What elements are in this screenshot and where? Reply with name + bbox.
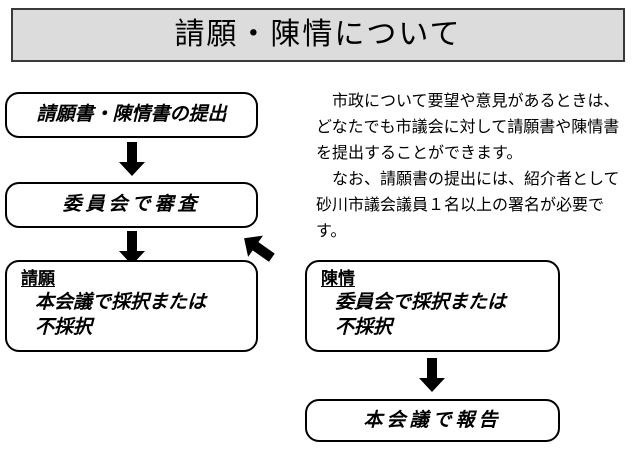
arrow-down-icon: [119, 231, 145, 265]
intro-paragraph-2: なお、請願書の提出には、紹介者として砂川市議会議員１名以上の署名が必要です。: [316, 169, 620, 240]
flow-box-petition-heading: 請願: [21, 269, 55, 289]
flow-box-plenary-report-label: 本会議で報告: [363, 408, 502, 431]
arrow-down-icon: [419, 358, 445, 392]
flow-box-representation-line-2: 不採択: [335, 315, 393, 338]
flow-box-petition-line-2: 不採択: [35, 315, 93, 338]
intro-paragraph-1: 市政について要望や意見があるときは、どなたでも市議会に対して請願書や陳情書を提出…: [316, 91, 620, 162]
flow-box-representation-line-1: 委員会で採択または: [335, 291, 507, 314]
flow-box-submission-label: 請願書・陳情書の提出: [36, 103, 227, 126]
page-title-banner: 請願・陳情について: [11, 8, 625, 62]
flow-box-committee-review-label: 委員会で審査: [62, 193, 201, 216]
intro-text-block: 市政について要望や意見があるときは、どなたでも市議会に対して請願書や陳情書を提出…: [316, 88, 628, 244]
flow-box-representation-heading: 陳情: [321, 269, 355, 289]
flow-box-committee-review: 委員会で審査: [5, 182, 258, 228]
flow-box-petition-line-1: 本会議で採択または: [35, 291, 207, 314]
flow-box-petition-outcome: 請願 本会議で採択または 不採択: [5, 260, 258, 352]
arrow-diagonal-icon: [235, 226, 280, 270]
flow-box-representation-outcome: 陳情 委員会で採択または 不採択: [305, 260, 560, 352]
flow-box-plenary-report: 本会議で報告: [305, 399, 560, 442]
flow-box-submission: 請願書・陳情書の提出: [5, 92, 258, 138]
page-title: 請願・陳情について: [174, 17, 462, 52]
arrow-down-icon: [119, 142, 145, 176]
